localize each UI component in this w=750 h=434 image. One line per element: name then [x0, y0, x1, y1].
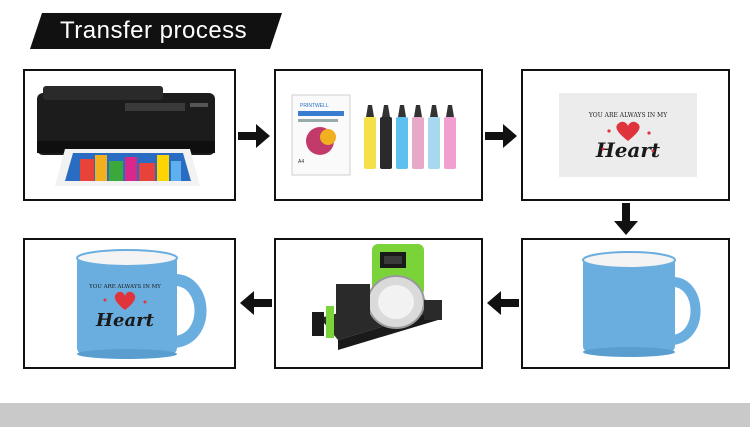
- header-banner: Transfer process: [30, 13, 282, 49]
- step-finished-mug: YOU ARE ALWAYS IN MY Heart: [23, 238, 236, 369]
- paper-brand: PRINTWELL: [300, 103, 329, 109]
- printed-design-icon: YOU ARE ALWAYS IN MY Heart: [559, 93, 697, 177]
- arrow-left-icon: [487, 291, 519, 315]
- step-blank-mug: [521, 238, 730, 369]
- printer-icon: [37, 86, 215, 186]
- design-main-word: Heart: [595, 138, 661, 162]
- design-top-line: YOU ARE ALWAYS IN MY: [588, 112, 668, 119]
- paper-size: A4: [298, 159, 304, 165]
- arrow-down-icon: [614, 203, 638, 235]
- arrow-right-icon: [238, 124, 270, 148]
- footer-bar: [0, 403, 750, 427]
- paper-and-ink-icon: PRINTWELL A4: [291, 94, 456, 176]
- blank-mug-icon: [582, 251, 701, 357]
- step-heat-press: [274, 238, 483, 369]
- mug-design-top-line: YOU ARE ALWAYS IN MY: [88, 284, 161, 290]
- step-supplies: PRINTWELL A4: [274, 69, 483, 201]
- step-printer: [23, 69, 236, 201]
- mug-design-main-word: Heart: [95, 310, 155, 331]
- arrow-left-icon: [240, 291, 272, 315]
- arrow-right-icon: [485, 124, 517, 148]
- page-title: Transfer process: [60, 17, 248, 44]
- mug-press-icon: [312, 244, 442, 350]
- step-printed-transfer: YOU ARE ALWAYS IN MY Heart: [521, 69, 730, 201]
- finished-mug-icon: YOU ARE ALWAYS IN MY Heart: [76, 249, 207, 359]
